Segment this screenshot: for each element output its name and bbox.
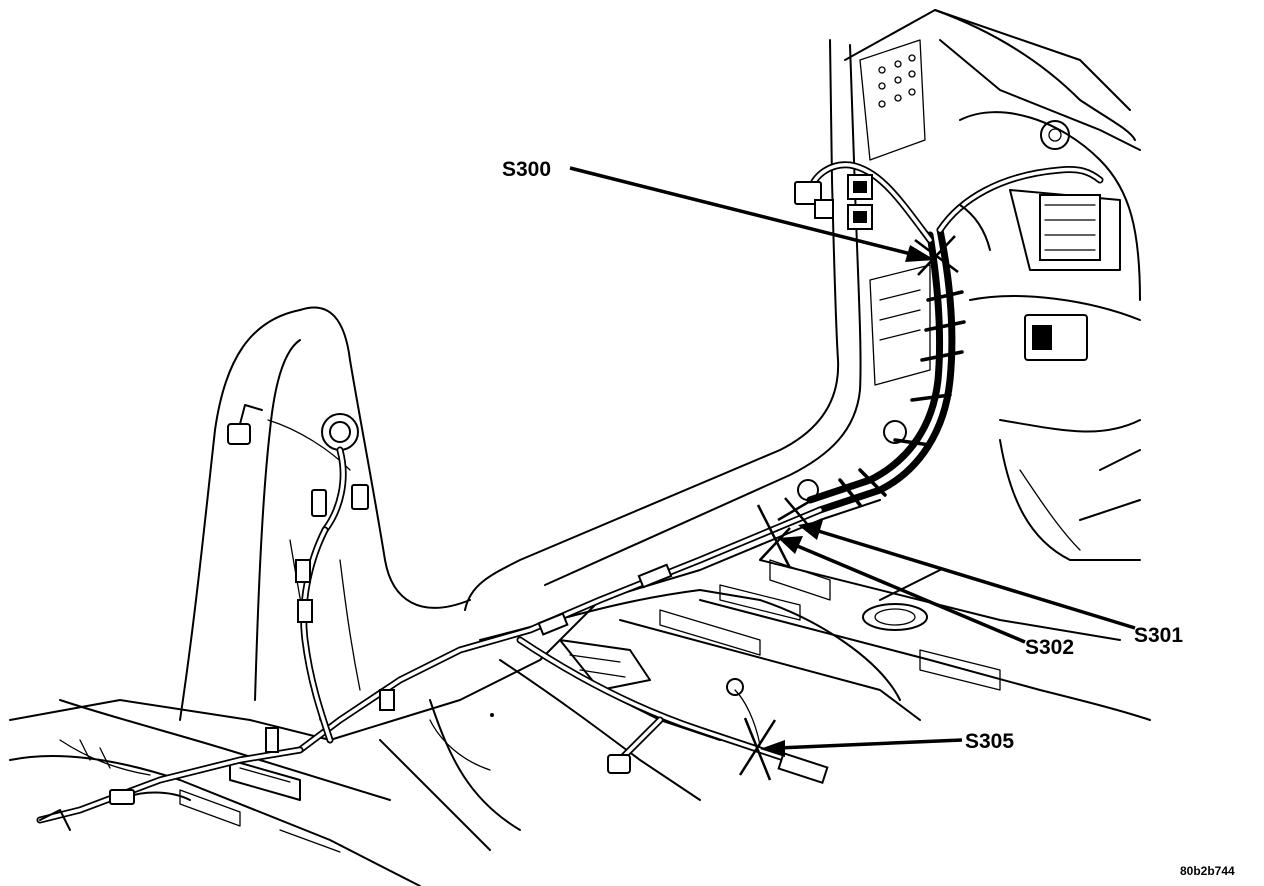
left-pillar [179,306,471,721]
leader-s301 [814,528,1136,630]
figure-code: 80b2b744 [1180,864,1235,878]
floor-pan [9,499,1151,886]
arrowhead-s300 [905,245,935,262]
callout-s302: S302 [1025,636,1074,659]
right-pillar [464,9,1141,611]
splice-x-s302 [756,504,792,569]
callout-s305: S305 [965,730,1014,753]
leader-s302 [794,543,1026,644]
callout-leaders [569,166,1136,757]
splice-x-s305 [738,717,777,781]
callout-s301: S301 [1134,624,1183,647]
arrowhead-s305 [760,740,785,757]
splice-markers [738,235,959,781]
callout-s300: S300 [502,158,551,181]
wiring-harness [36,120,1104,831]
leader-s305 [777,738,963,750]
splice-x-s300 [914,235,959,276]
arrowhead-s302 [778,536,803,554]
splice-x-s301 [777,497,813,526]
arrowhead-s301 [798,520,823,540]
leader-s300 [569,166,916,257]
